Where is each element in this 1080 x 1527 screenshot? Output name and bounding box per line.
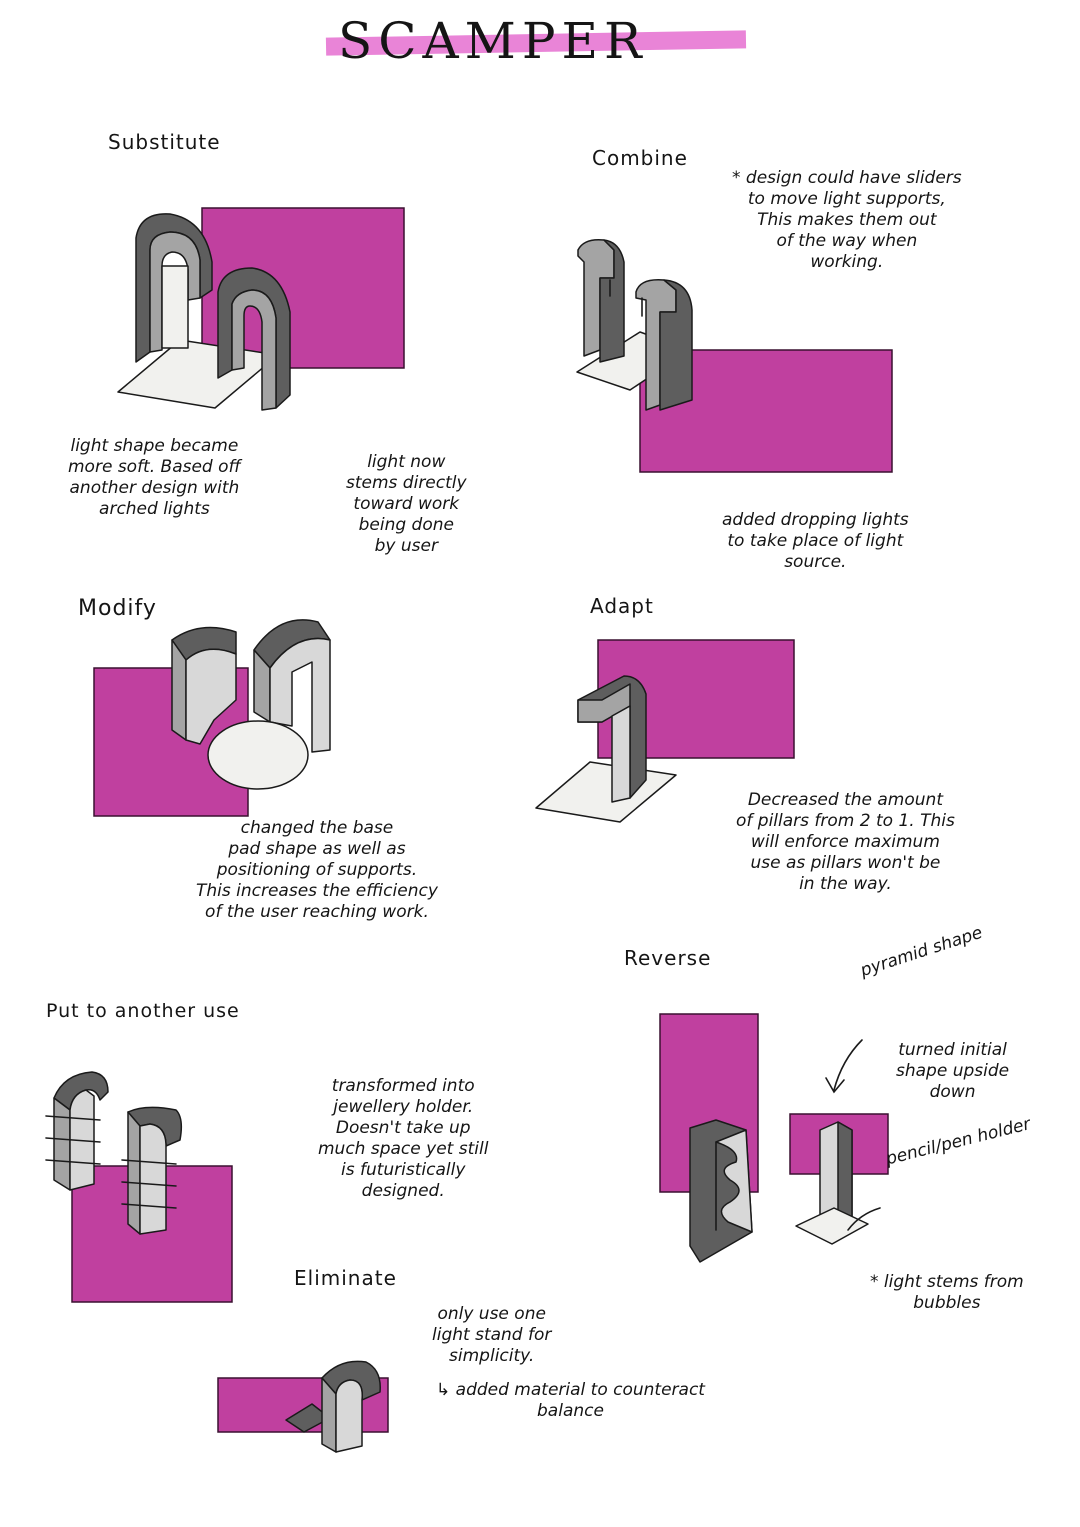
combine-lamp-sketch (577, 240, 892, 472)
reverse-holder-base (796, 1208, 868, 1244)
jewellery-holder-sketch (46, 1072, 232, 1302)
substitute-note-shape: light shape became more soft. Based off … (68, 436, 241, 520)
eliminate-lamp-sketch (218, 1361, 388, 1452)
modify-oval-base-pad (208, 721, 308, 789)
another-use-note: transformed into jewellery holder. Doesn… (318, 1076, 488, 1202)
heading-substitute: Substitute (108, 130, 221, 154)
adapt-base-pad (536, 762, 676, 822)
reverse-arrow (834, 1040, 862, 1090)
modify-note: changed the base pad shape as well as po… (196, 818, 438, 923)
adapt-note: Decreased the amount of pillars from 2 t… (736, 790, 955, 895)
combine-note-dropping: added dropping lights to take place of l… (722, 510, 909, 573)
substitute-note-stems: light now stems directly toward work bei… (346, 452, 467, 557)
heading-adapt: Adapt (590, 594, 654, 618)
heading-eliminate: Eliminate (294, 1266, 397, 1290)
modify-lamp-sketch (94, 620, 330, 816)
combine-note-sliders: * design could have sliders to move ligh… (732, 168, 962, 273)
heading-put-to-another-use: Put to another use (46, 1000, 240, 1022)
heading-modify: Modify (78, 596, 157, 621)
reverse-note-turned: turned initial shape upside down (896, 1040, 1009, 1103)
reverse-note-light: * light stems from bubbles (870, 1272, 1024, 1314)
heading-reverse: Reverse (624, 946, 711, 970)
substitute-lamp-sketch (118, 208, 404, 410)
eliminate-note-material: ↳ added material to counteract balance (436, 1380, 705, 1422)
page-title: SCAMPER (338, 12, 648, 70)
eliminate-note-simplicity: only use one light stand for simplicity. (432, 1304, 551, 1367)
reverse-holder-sketch (660, 1014, 888, 1262)
heading-combine: Combine (592, 146, 688, 170)
